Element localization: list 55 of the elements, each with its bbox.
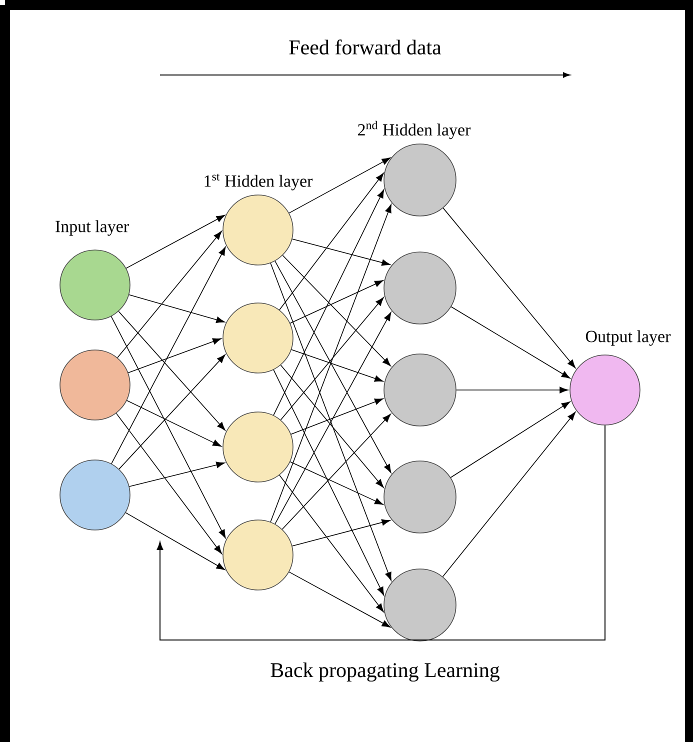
neuron-circle bbox=[60, 350, 130, 420]
arrow bbox=[273, 369, 384, 596]
arrow bbox=[128, 462, 225, 487]
arrow bbox=[110, 316, 226, 538]
neuron-circle bbox=[222, 194, 294, 266]
arrow bbox=[442, 208, 576, 368]
arrow bbox=[288, 572, 391, 628]
neuron-circle bbox=[384, 252, 456, 324]
arrow bbox=[111, 246, 226, 464]
arrow bbox=[291, 349, 384, 382]
edge-label: Back propagating Learning bbox=[270, 662, 500, 682]
neuron-circle bbox=[222, 520, 294, 590]
arrow bbox=[290, 461, 384, 505]
arrow bbox=[116, 412, 222, 554]
neuron-circle bbox=[384, 568, 456, 642]
heading: Feed forward data bbox=[289, 40, 442, 54]
neuron-circle bbox=[384, 460, 456, 534]
layer-label: Output layer bbox=[586, 330, 671, 346]
feedback-arrow bbox=[156, 424, 606, 640]
arrow bbox=[456, 386, 568, 394]
neuron-circle bbox=[60, 250, 130, 320]
neuron-circle bbox=[384, 354, 456, 426]
arrow bbox=[288, 158, 391, 214]
arrow bbox=[450, 306, 570, 379]
arrow bbox=[282, 414, 391, 530]
neuron-circle bbox=[222, 412, 294, 482]
arrow bbox=[273, 189, 384, 416]
arrow bbox=[442, 412, 576, 578]
arrow bbox=[126, 214, 226, 269]
arrow bbox=[118, 310, 226, 431]
arrow bbox=[128, 338, 222, 374]
arrow bbox=[117, 230, 222, 358]
layer-label: 1$^{st}$ Hidden layer bbox=[204, 174, 313, 190]
arrow bbox=[279, 474, 384, 612]
arrow bbox=[274, 312, 392, 524]
arrow bbox=[279, 172, 384, 310]
neuron-circle bbox=[570, 354, 640, 426]
arrow bbox=[270, 262, 392, 581]
arrow bbox=[450, 401, 570, 478]
arrow bbox=[274, 260, 392, 473]
arrow bbox=[118, 354, 226, 470]
arrow bbox=[290, 280, 384, 324]
arrow bbox=[292, 238, 390, 266]
arrow bbox=[292, 519, 390, 546]
arrow bbox=[280, 364, 384, 488]
arrow bbox=[125, 512, 226, 570]
arrow bbox=[290, 398, 384, 435]
arrow bbox=[282, 254, 391, 366]
arrow bbox=[126, 400, 222, 447]
neuron-circle bbox=[384, 144, 456, 216]
neuron-circle bbox=[60, 460, 130, 530]
arrow bbox=[128, 294, 225, 323]
neuron-circle bbox=[222, 302, 294, 374]
arrow bbox=[280, 297, 384, 420]
arrow bbox=[270, 204, 392, 522]
